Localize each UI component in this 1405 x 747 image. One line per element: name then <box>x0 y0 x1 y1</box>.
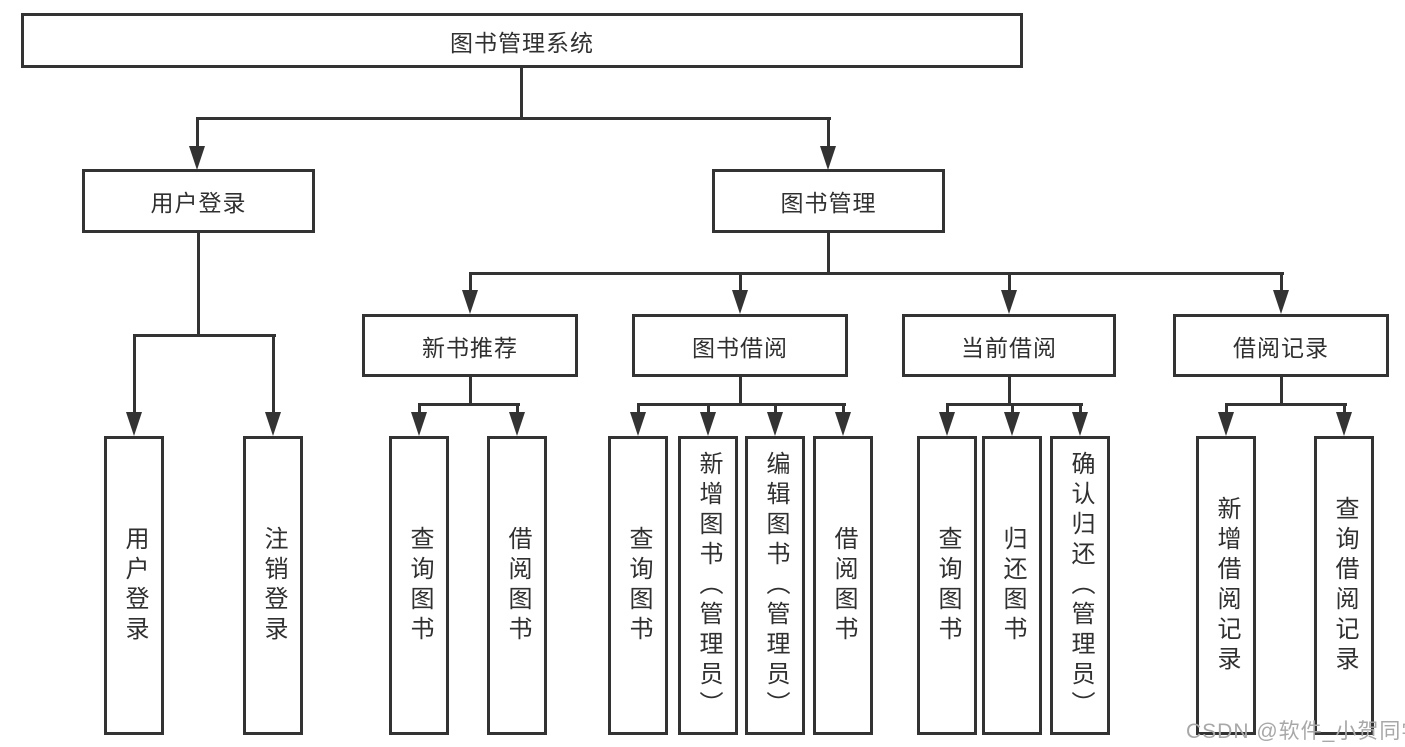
node-label: 用户登录 <box>121 525 148 646</box>
arrow-down-icon <box>820 146 836 170</box>
arrow-down-icon <box>732 290 748 314</box>
connector-line <box>196 117 831 120</box>
node-label: 图书借阅 <box>692 334 788 361</box>
arrow-down-icon <box>1001 290 1017 314</box>
node-label: 图书管理 <box>780 190 877 216</box>
connector-line <box>827 117 830 149</box>
arrow-down-icon <box>1072 412 1088 436</box>
connector-line <box>827 233 830 275</box>
node-book-borrowing: 图书借阅 <box>632 314 848 377</box>
connector-line <box>418 403 520 406</box>
arrow-down-icon <box>509 412 525 436</box>
arrow-down-icon <box>411 412 427 436</box>
node-borrow-books-2: 借阅图书 <box>813 436 873 735</box>
arrow-down-icon <box>189 146 205 170</box>
arrow-down-icon <box>462 290 478 314</box>
arrow-down-icon <box>700 412 716 436</box>
connector-line <box>1280 272 1283 292</box>
connector-line <box>637 403 846 406</box>
arrow-down-icon <box>265 412 281 436</box>
node-borrow-books-1: 借阅图书 <box>487 436 547 735</box>
arrow-down-icon <box>630 412 646 436</box>
connector-line <box>197 233 200 337</box>
connector-line <box>1343 403 1346 414</box>
arrow-down-icon <box>1004 412 1020 436</box>
node-label: 新增图书（管理员） <box>695 450 722 721</box>
arrow-down-icon <box>939 412 955 436</box>
connector-line <box>739 272 742 292</box>
connector-line <box>418 403 421 414</box>
node-query-books-3: 查询图书 <box>917 436 977 735</box>
arrow-down-icon <box>1218 412 1234 436</box>
connector-line <box>133 334 276 337</box>
connector-line <box>1008 377 1011 406</box>
arrow-down-icon <box>1273 290 1289 314</box>
connector-line <box>707 403 710 414</box>
node-confirm-return-admin: 确认归还（管理员） <box>1050 436 1110 735</box>
connector-line <box>637 403 640 414</box>
connector-line <box>946 403 1083 406</box>
arrow-down-icon <box>126 412 142 436</box>
node-label: 用户登录 <box>150 190 247 216</box>
node-return-book: 归还图书 <box>982 436 1042 735</box>
node-new-book-recommend: 新书推荐 <box>362 314 578 377</box>
connector-line <box>1008 272 1011 292</box>
node-label: 新书推荐 <box>422 334 518 361</box>
node-query-books-1: 查询图书 <box>389 436 449 735</box>
node-user-login: 用户登录 <box>104 436 164 735</box>
node-label: 查询借阅记录 <box>1331 495 1358 676</box>
node-current-borrowing: 当前借阅 <box>902 314 1116 377</box>
node-add-book-admin: 新增图书（管理员） <box>678 436 738 735</box>
connector-line <box>1079 403 1082 414</box>
connector-line <box>1225 403 1347 406</box>
node-borrowing-records: 借阅记录 <box>1173 314 1389 377</box>
connector-line <box>520 68 523 120</box>
node-user-login-group: 用户登录 <box>82 169 315 233</box>
connector-line <box>739 377 742 406</box>
node-label: 查询图书 <box>934 525 961 646</box>
node-library-system: 图书管理系统 <box>21 13 1023 68</box>
connector-line <box>1280 377 1283 406</box>
node-label: 图书管理系统 <box>450 29 594 56</box>
node-label: 借阅记录 <box>1233 334 1329 361</box>
connector-line <box>272 334 275 414</box>
node-book-management: 图书管理 <box>712 169 945 233</box>
connector-line <box>516 403 519 414</box>
node-label: 借阅图书 <box>830 525 857 646</box>
node-add-borrow-record: 新增借阅记录 <box>1196 436 1256 735</box>
connector-line <box>946 403 949 414</box>
node-label: 编辑图书（管理员） <box>762 450 789 721</box>
connector-line <box>1011 403 1014 414</box>
connector-line <box>196 117 199 149</box>
node-label: 查询图书 <box>406 525 433 646</box>
connector-line <box>469 272 1284 275</box>
csdn-watermark: CSDN @软件_小贺同学 <box>1186 720 1405 743</box>
connector-line <box>469 272 472 292</box>
node-edit-book-admin: 编辑图书（管理员） <box>745 436 805 735</box>
node-label: 当前借阅 <box>961 334 1057 361</box>
connector-line <box>133 334 136 414</box>
node-logout: 注销登录 <box>243 436 303 735</box>
node-label: 借阅图书 <box>504 525 531 646</box>
arrow-down-icon <box>767 412 783 436</box>
node-query-books-2: 查询图书 <box>608 436 668 735</box>
arrow-down-icon <box>1336 412 1352 436</box>
connector-line <box>469 377 472 406</box>
node-label: 新增借阅记录 <box>1213 495 1240 676</box>
node-query-borrow-record: 查询借阅记录 <box>1314 436 1374 735</box>
node-label: 归还图书 <box>999 525 1026 646</box>
arrow-down-icon <box>835 412 851 436</box>
node-label: 注销登录 <box>260 525 287 646</box>
connector-line <box>774 403 777 414</box>
node-label: 查询图书 <box>625 525 652 646</box>
connector-line <box>1225 403 1228 414</box>
connector-line <box>842 403 845 414</box>
node-label: 确认归还（管理员） <box>1067 450 1094 721</box>
